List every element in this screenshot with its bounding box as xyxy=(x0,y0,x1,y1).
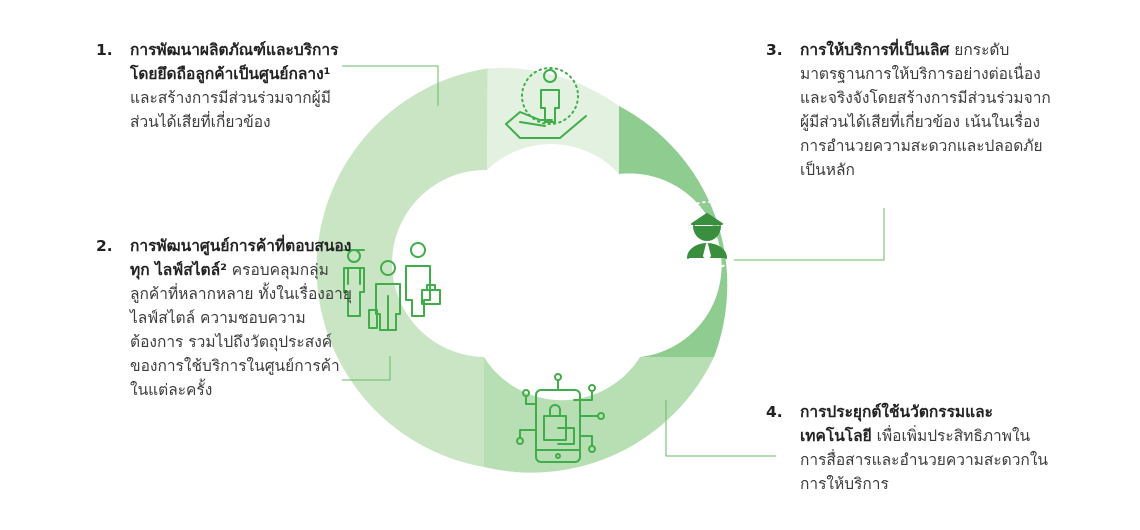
pillar-2-title: การพัฒนาศูนย์การค้าที่ตอบสนองทุก ไลฟ์สไต… xyxy=(130,237,352,279)
hand-person-icon xyxy=(505,67,587,139)
pillar-1-title: การพัฒนาผลิตภัณฑ์และบริการ โดยยึดถือลูกค… xyxy=(130,41,339,83)
segment-left xyxy=(316,68,488,468)
pillar-4-number: 4. xyxy=(766,403,783,421)
pillar-3-number: 3. xyxy=(766,41,783,59)
connector-4 xyxy=(665,400,776,457)
pillar-3-title: การให้บริการที่เป็นเลิศ xyxy=(800,41,950,59)
pillar-4-text: เพื่อเพิ่มประสิทธิภาพในการสื่อสารและอำนว… xyxy=(800,427,1048,493)
pillar-2-text: ครอบคลุมกลุ่มลูกค้าที่หลากหลาย ทั้งในเรื… xyxy=(130,261,352,399)
pillar-4-title: การประยุกต์ใช้นวัตกรรมและเทคโนโลยี xyxy=(800,403,993,445)
pillar-4: 4. การประยุกต์ใช้นวัตกรรมและเทคโนโลยี เพ… xyxy=(766,400,1056,496)
pillar-1-number: 1. xyxy=(96,41,113,59)
smartphone-shopping-icon xyxy=(516,373,605,463)
connector-2 xyxy=(342,356,391,381)
shoppers-icon xyxy=(343,242,441,331)
pillar-2-number: 2. xyxy=(96,237,113,255)
connector-1 xyxy=(342,65,439,106)
pillar-1: 1. การพัฒนาผลิตภัณฑ์และบริการ โดยยึดถือล… xyxy=(96,38,356,134)
segment-top xyxy=(487,67,619,174)
pillar-3-text: ยกระดับมาตรฐานการให้บริการอย่างต่อเนื่อง… xyxy=(800,41,1051,179)
pillar-3: 3. การให้บริการที่เป็นเลิศ ยกระดับมาตรฐา… xyxy=(766,38,1056,182)
security-guard-icon xyxy=(672,201,742,271)
pillar-2: 2. การพัฒนาศูนย์การค้าที่ตอบสนองทุก ไลฟ์… xyxy=(96,234,356,402)
pillar-1-text: และสร้างการมีส่วนร่วมจากผู้มีส่วนได้เสีย… xyxy=(130,89,331,131)
segment-right xyxy=(619,106,728,357)
connector-3 xyxy=(734,208,885,261)
